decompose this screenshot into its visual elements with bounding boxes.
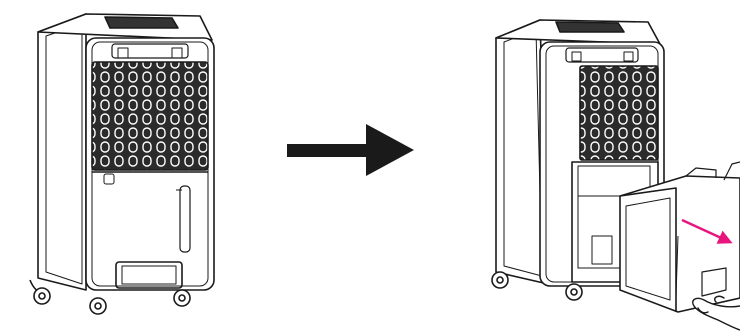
- pull-direction-arrow-icon: [681, 218, 733, 244]
- hand-icon: [692, 295, 740, 331]
- caster-wheel: [491, 271, 509, 289]
- caster-wheel: [89, 297, 107, 315]
- caster-wheel: [33, 287, 51, 305]
- caster-wheel: [565, 283, 583, 301]
- dehumidifier-front-unit: [29, 13, 215, 315]
- right-arrow-icon: [287, 124, 414, 176]
- caster-wheel: [173, 289, 191, 307]
- water-tank: [619, 161, 740, 313]
